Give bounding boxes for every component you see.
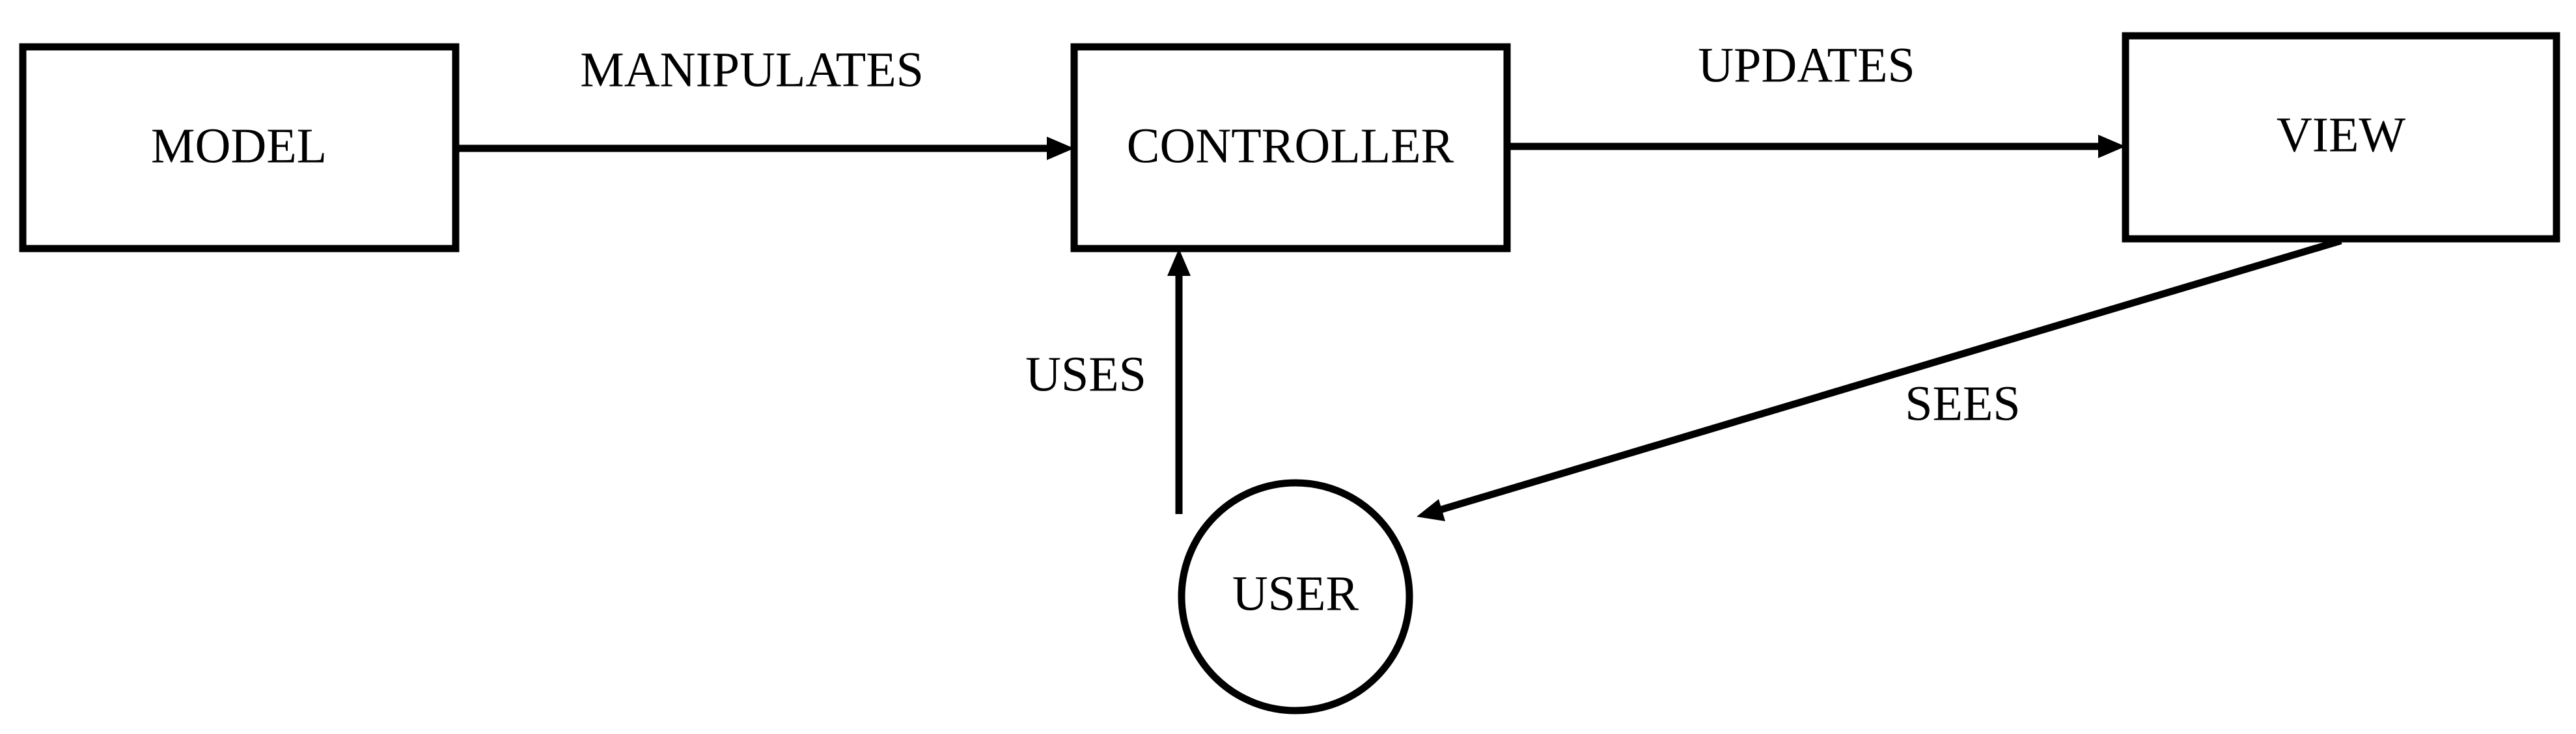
edge-sees: SEES: [1417, 237, 2342, 521]
node-controller: CONTROLLER: [1070, 43, 1511, 252]
edge-updates: UPDATES: [1507, 38, 2126, 158]
model-box: [19, 43, 460, 252]
view-label: VIEW: [2277, 107, 2406, 162]
node-user: USER: [1178, 479, 1413, 714]
manipulates-label: MANIPULATES: [580, 42, 924, 97]
updates-label: UPDATES: [1698, 38, 1915, 92]
user-circle: [1178, 479, 1413, 714]
sees-line: [1440, 237, 2342, 513]
view-box: [2122, 32, 2560, 243]
sees-label: SEES: [1905, 376, 2020, 431]
model-label: MODEL: [151, 118, 327, 173]
user-label: USER: [1232, 566, 1359, 621]
edge-manipulates: MANIPULATES: [456, 42, 1074, 160]
controller-box: [1070, 43, 1511, 252]
node-model: MODEL: [19, 43, 460, 252]
manipulates-arrowhead: [1047, 137, 1074, 160]
sees-arrowhead: [1417, 499, 1445, 521]
uses-label: USES: [1025, 347, 1146, 401]
uses-arrowhead: [1167, 249, 1191, 276]
edge-uses: USES: [1025, 249, 1191, 514]
node-view: VIEW: [2122, 32, 2560, 243]
controller-label: CONTROLLER: [1127, 118, 1454, 173]
updates-arrowhead: [2098, 135, 2126, 158]
